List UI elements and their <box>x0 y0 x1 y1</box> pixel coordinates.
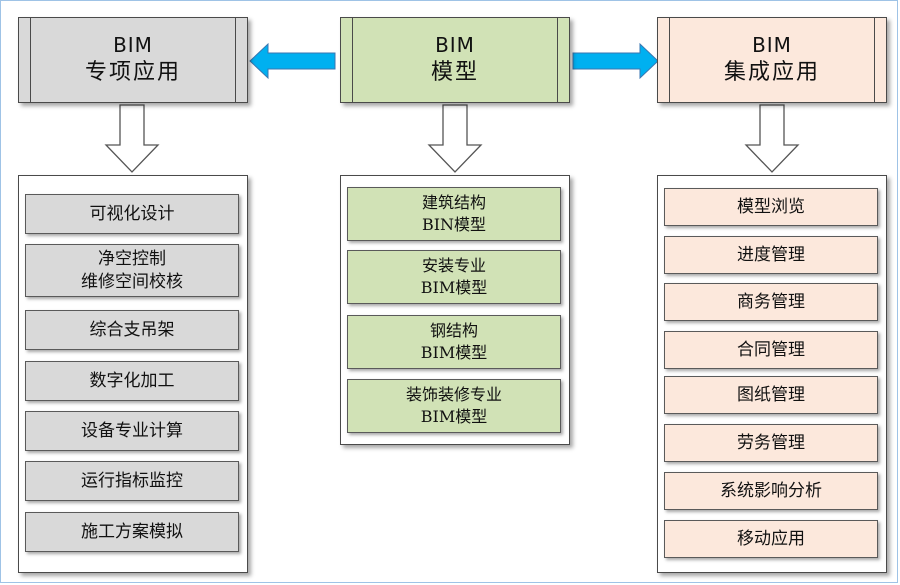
item-line: 系统影响分析 <box>720 480 822 501</box>
list-item: 合同管理 <box>664 331 878 369</box>
list-item: 综合支吊架 <box>25 310 239 350</box>
item-line: BIM模型 <box>420 407 488 426</box>
item-line: 移动应用 <box>737 528 805 549</box>
header-integrated-application: BIM 集成应用 <box>657 17 887 103</box>
down-arrow-mid <box>427 104 483 173</box>
item-line: 模型浏览 <box>737 196 805 217</box>
item-line: 建筑结构 <box>421 193 486 212</box>
list-item: 施工方案模拟 <box>25 512 239 552</box>
list-item: 图纸管理 <box>664 376 878 414</box>
item-line: 施工方案模拟 <box>81 521 183 542</box>
list-item: 进度管理 <box>664 236 878 274</box>
item-line: 设备专业计算 <box>81 420 183 441</box>
item-line: 数字化加工 <box>89 370 175 391</box>
item-line: 合同管理 <box>737 339 805 360</box>
header-special-application: BIM 专项应用 <box>18 17 248 103</box>
list-item: 运行指标监控 <box>25 461 239 501</box>
list-item: 数字化加工 <box>25 361 239 401</box>
down-arrow-right <box>744 104 800 173</box>
list-item: 模型浏览 <box>664 188 878 226</box>
list-item: 系统影响分析 <box>664 472 878 510</box>
header-title-line2: 专项应用 <box>84 60 181 85</box>
item-line: 维修空间校核 <box>81 271 183 292</box>
item-line: 运行指标监控 <box>81 470 183 491</box>
item-line: 进度管理 <box>737 244 805 265</box>
header-title-line1: BIM <box>113 33 153 57</box>
item-line: 图纸管理 <box>737 384 805 405</box>
list-item: 装饰装修专业 BIM模型 <box>347 379 561 433</box>
item-line: 钢结构 <box>429 321 478 340</box>
list-item: 移动应用 <box>664 520 878 558</box>
item-line: BIM模型 <box>420 343 488 362</box>
item-line: BIN模型 <box>421 215 487 234</box>
item-line: 可视化设计 <box>89 203 175 224</box>
panel-integrated-application: 模型浏览 进度管理 商务管理 合同管理 图纸管理 劳务管理 系统影响分析 移动应… <box>657 175 887 573</box>
item-line: 劳务管理 <box>737 432 805 453</box>
header-title-line2: 集成应用 <box>723 60 820 85</box>
panel-special-application: 可视化设计 净空控制 维修空间校核 综合支吊架 数字化加工 设备专业计算 运行指… <box>18 175 248 573</box>
list-item: 建筑结构 BIN模型 <box>347 187 561 241</box>
list-item: 钢结构 BIM模型 <box>347 315 561 369</box>
header-title-line1: BIM <box>435 33 475 57</box>
list-item: 商务管理 <box>664 283 878 321</box>
item-line: 综合支吊架 <box>89 319 175 340</box>
header-title-line1: BIM <box>752 33 792 57</box>
arrow-to-integrated-application <box>572 42 659 80</box>
list-item: 设备专业计算 <box>25 411 239 451</box>
arrow-to-special-application <box>249 42 336 80</box>
header-bim-model: BIM 模型 <box>340 17 570 103</box>
list-item: 劳务管理 <box>664 424 878 462</box>
list-item: 可视化设计 <box>25 194 239 234</box>
item-line: 安装专业 <box>421 256 486 275</box>
item-line: 净空控制 <box>98 248 166 269</box>
list-item: 安装专业 BIM模型 <box>347 250 561 304</box>
down-arrow-left <box>104 104 160 173</box>
item-line: 商务管理 <box>737 291 805 312</box>
panel-bim-model: 建筑结构 BIN模型 安装专业 BIM模型 钢结构 BIM模型 装饰装修专业 B… <box>340 175 570 445</box>
list-item: 净空控制 维修空间校核 <box>25 244 239 297</box>
header-title-line2: 模型 <box>430 60 479 85</box>
item-line: BIM模型 <box>420 278 488 297</box>
item-line: 装饰装修专业 <box>405 385 502 404</box>
